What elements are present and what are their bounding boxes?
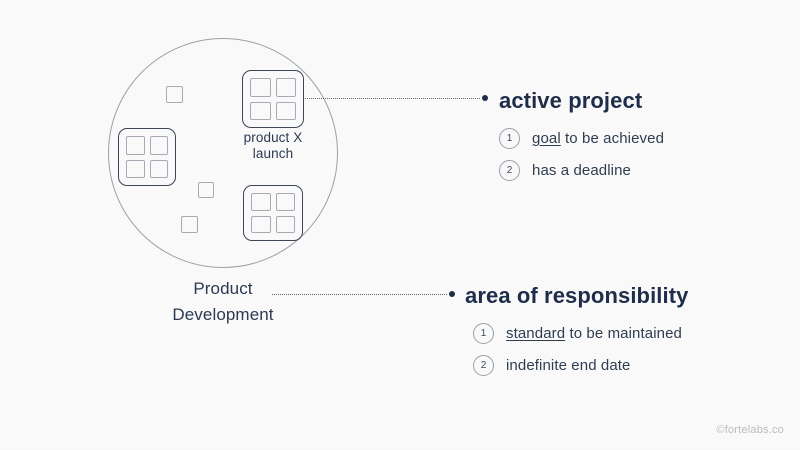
list-item[interactable]: 1 goal to be achieved [499, 128, 664, 149]
grid-cell [251, 215, 271, 233]
connector-line [272, 293, 447, 295]
list-item[interactable]: 1 standard to be maintained [473, 323, 689, 344]
project-label-line-1: product X [243, 130, 303, 145]
grid-icon-bottom[interactable] [243, 185, 303, 241]
circle-caption-line-1: Product [193, 279, 253, 298]
item-text: goal to be achieved [532, 130, 664, 147]
section-area-of-responsibility: area of responsibility 1 standard to be … [465, 283, 689, 387]
connector-area-of-responsibility [272, 291, 455, 297]
section-items-active-project: 1 goal to be achieved 2 has a deadline [499, 128, 664, 181]
item-number-badge: 1 [473, 323, 494, 344]
product-development-circle [108, 38, 338, 268]
item-number-badge: 2 [499, 160, 520, 181]
item-text: indefinite end date [506, 357, 631, 374]
section-heading-active-project: active project [499, 88, 643, 113]
grid-cell [126, 136, 145, 155]
connector-line [305, 97, 480, 99]
circle-caption: Product Development [123, 276, 323, 328]
section-heading-area-of-responsibility: area of responsibility [465, 283, 689, 308]
watermark: ©fortelabs.co [716, 424, 784, 436]
item-rest: indefinite end date [506, 357, 631, 374]
small-square [166, 86, 183, 103]
circle-caption-line-2: Development [172, 305, 274, 324]
section-items-area-of-responsibility: 1 standard to be maintained 2 indefinite… [473, 323, 689, 376]
connector-active-project [305, 95, 488, 101]
project-label: product X launch [213, 130, 333, 162]
item-rest: to be maintained [565, 325, 682, 342]
list-item[interactable]: 2 indefinite end date [473, 355, 689, 376]
grid-cell [275, 193, 295, 211]
item-rest: has a deadline [532, 162, 631, 179]
connector-endpoint-dot [449, 291, 455, 297]
item-rest: to be achieved [560, 130, 665, 147]
item-emphasis: standard [506, 325, 566, 342]
item-number-badge: 2 [473, 355, 494, 376]
section-active-project: active project 1 goal to be achieved 2 h… [499, 88, 664, 192]
item-text: standard to be maintained [506, 325, 682, 342]
item-emphasis: goal [532, 130, 561, 147]
item-number-badge: 1 [499, 128, 520, 149]
grid-cell [250, 78, 271, 97]
item-text: has a deadline [532, 162, 631, 179]
small-square [181, 216, 198, 233]
grid-icon-left[interactable] [118, 128, 176, 186]
list-item[interactable]: 2 has a deadline [499, 160, 664, 181]
grid-cell [149, 136, 168, 155]
grid-cell [250, 101, 271, 120]
grid-cell [275, 101, 296, 120]
grid-cell [149, 159, 168, 178]
connector-endpoint-dot [482, 95, 488, 101]
grid-icon-project[interactable] [242, 70, 304, 128]
small-square [198, 182, 214, 198]
grid-cell [275, 78, 296, 97]
grid-cell [126, 159, 145, 178]
project-label-line-2: launch [252, 146, 294, 161]
grid-cell [275, 215, 295, 233]
grid-cell [251, 193, 271, 211]
